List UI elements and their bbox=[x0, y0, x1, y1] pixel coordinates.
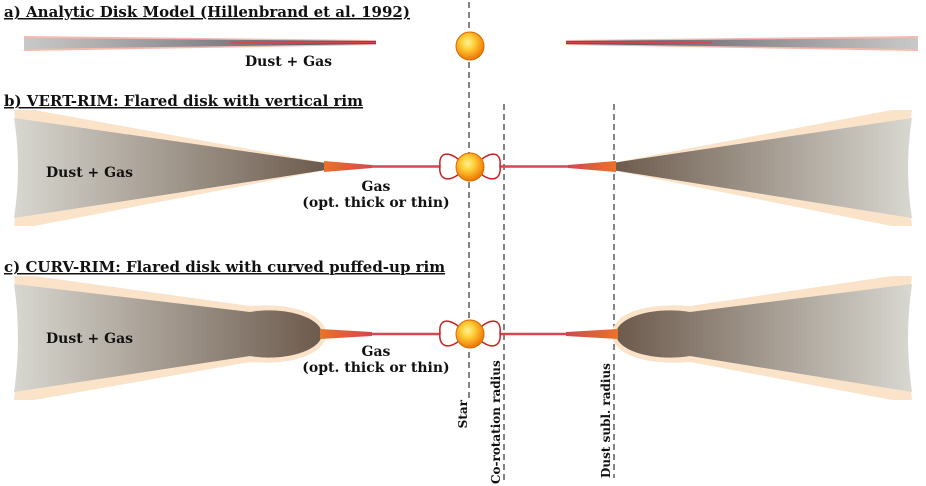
panel-c-left-gas-inner bbox=[320, 329, 372, 339]
panel-c-gas-note: (opt. thick or thin) bbox=[302, 360, 449, 376]
panel-a: a) Analytic Disk Model (Hillenbrand et a… bbox=[4, 3, 918, 70]
panel-b-star bbox=[455, 152, 485, 182]
panel-c-title: c) CURV-RIM: Flared disk with curved puf… bbox=[4, 258, 445, 276]
panel-a-right-disk bbox=[566, 38, 918, 49]
corotation-radius-label: Co-rotation radius bbox=[489, 360, 503, 484]
panel-c-right-gas-inner bbox=[566, 329, 618, 339]
panel-c-star bbox=[455, 319, 485, 349]
panel-b-right-gas-inner bbox=[568, 161, 616, 172]
panel-b-right-disk bbox=[612, 118, 912, 218]
panel-b-gas-note: (opt. thick or thin) bbox=[302, 195, 449, 211]
panel-a-star bbox=[455, 31, 485, 61]
star-radius-label: Star bbox=[456, 399, 470, 428]
dust-sublimation-radius-label: Dust subl. radius bbox=[599, 363, 613, 478]
panel-b-gas-label: Gas bbox=[362, 179, 391, 195]
panel-b-left-gas-inner bbox=[324, 161, 372, 172]
panel-a-title: a) Analytic Disk Model (Hillenbrand et a… bbox=[4, 3, 410, 21]
panel-c-disk-label: Dust + Gas bbox=[46, 331, 133, 347]
panel-b-title: b) VERT-RIM: Flared disk with vertical r… bbox=[4, 92, 363, 110]
panel-c-left-disk bbox=[14, 284, 322, 392]
panel-c-right-disk bbox=[616, 284, 912, 392]
panel-c: c) CURV-RIM: Flared disk with curved puf… bbox=[4, 258, 912, 400]
panel-b-left-disk bbox=[14, 118, 326, 218]
panel-c-gas-label: Gas bbox=[362, 344, 391, 360]
panel-a-disk-label: Dust + Gas bbox=[245, 54, 332, 70]
panel-a-left-disk bbox=[24, 38, 376, 49]
panel-b-disk-label: Dust + Gas bbox=[46, 165, 133, 181]
panel-b: b) VERT-RIM: Flared disk with vertical r… bbox=[4, 92, 912, 226]
